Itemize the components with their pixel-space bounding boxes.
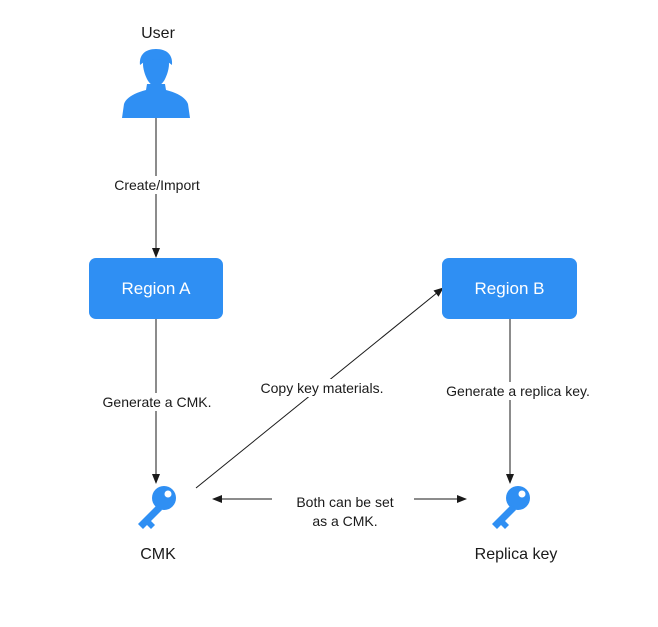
edge-label-both-cmk-line1: Both can be set (296, 494, 394, 510)
key-icon (138, 486, 176, 529)
node-user-label: User (141, 25, 175, 42)
region-b-label: Region B (474, 278, 545, 298)
edge-label-generate-replica: Generate a replica key. (434, 382, 602, 400)
region-a-label: Region A (121, 278, 191, 298)
edge-label-both-cmk-line2: as a CMK. (312, 513, 378, 529)
node-cmk-label: CMK (140, 546, 176, 563)
edge-label-copy-key: Copy key materials. (250, 379, 394, 397)
region-a-node: Region A (89, 258, 223, 319)
edge-label-create-import: Create/Import (105, 176, 209, 194)
key-icon (492, 486, 530, 529)
edge-label-both-cmk: Both can be set as a CMK. (282, 493, 408, 531)
region-b-node: Region B (442, 258, 577, 319)
edge-label-generate-cmk: Generate a CMK. (92, 393, 222, 411)
node-replica-label: Replica key (474, 546, 558, 563)
user-icon (122, 49, 190, 118)
